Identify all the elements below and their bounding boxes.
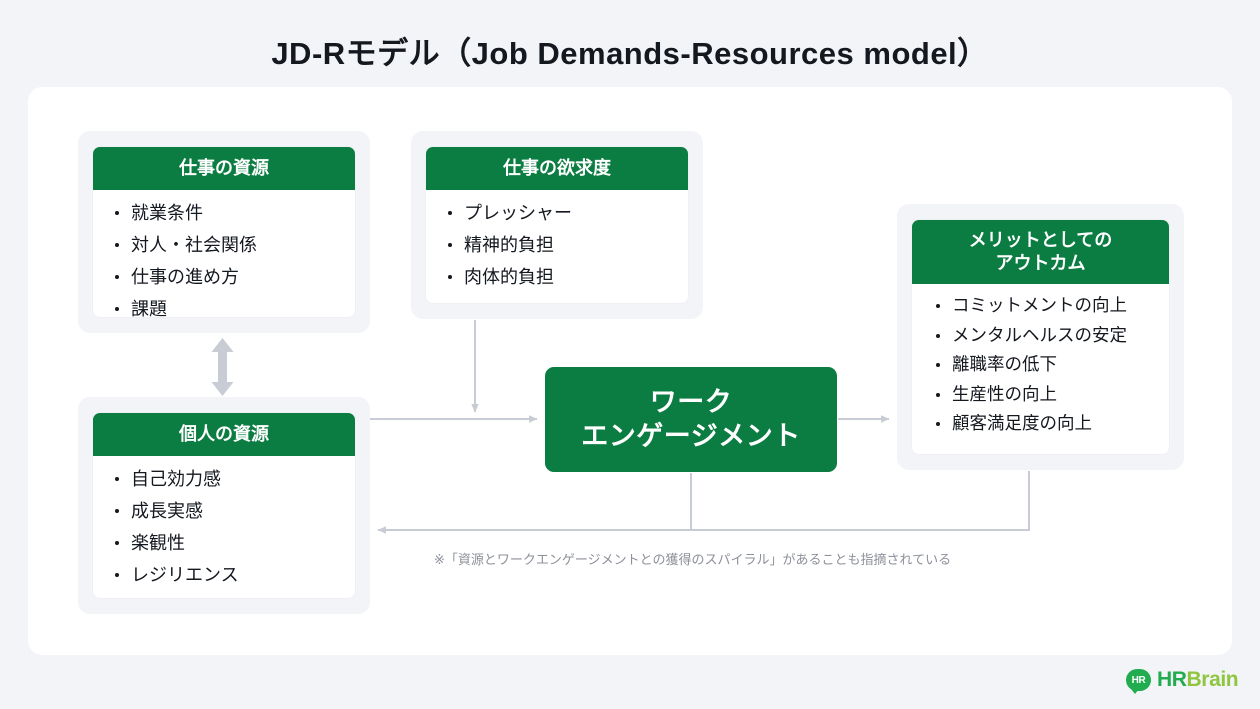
panel-outcomes-header-line2: アウトカム [995, 253, 1086, 274]
panel-job-resources-list: 就業条件 対人・社会関係 仕事の進め方 課題 [93, 190, 355, 317]
list-item: 精神的負担 [444, 236, 688, 254]
panel-outcomes: メリットとしての アウトカム コミットメントの向上 メンタルヘルスの安定 離職率… [897, 204, 1184, 470]
work-engagement-label: ワーク エンゲージメント [581, 386, 800, 453]
footnote-text: ※「資源とワークエンゲージメントとの獲得のスパイラル」があることも指摘されている [434, 552, 952, 567]
list-item: 楽観性 [111, 534, 355, 552]
list-item: 顧客満足度の向上 [932, 415, 1169, 433]
list-item: レジリエンス [111, 566, 355, 584]
panel-personal-resources-card: 個人の資源 自己効力感 成長実感 楽観性 レジリエンス [93, 413, 355, 598]
hrbrain-logo: HR HRBrain [1126, 668, 1239, 694]
list-item: 成長実感 [111, 502, 355, 520]
connector-spiral-feedback [377, 471, 1030, 534]
panel-job-resources-header: 仕事の資源 [93, 147, 355, 191]
list-item: 生産性の向上 [932, 385, 1169, 404]
list-item: 課題 [111, 300, 355, 317]
list-item: 就業条件 [111, 204, 355, 222]
list-item: プレッシャー [444, 204, 688, 222]
list-item: コミットメントの向上 [932, 297, 1169, 315]
speech-bubble-icon-text: HR [1131, 674, 1146, 686]
panel-job-resources-card: 仕事の資源 就業条件 対人・社会関係 仕事の進め方 課題 [93, 147, 355, 317]
hrbrain-wordmark-secondary: Brain [1186, 668, 1239, 691]
panel-outcomes-list: コミットメントの向上 メンタルヘルスの安定 離職率の低下 生産性の向上 顧客満足… [912, 284, 1169, 454]
panel-job-demands-list: プレッシャー 精神的負担 肉体的負担 [426, 190, 688, 296]
panel-personal-resources-list: 自己効力感 成長実感 楽観性 レジリエンス [93, 456, 355, 594]
hrbrain-wordmark-primary: HR [1157, 668, 1187, 691]
panel-job-demands-header: 仕事の欲求度 [426, 147, 688, 191]
panel-job-demands: 仕事の欲求度 プレッシャー 精神的負担 肉体的負担 [411, 131, 703, 319]
panel-outcomes-card: メリットとしての アウトカム コミットメントの向上 メンタルヘルスの安定 離職率… [912, 220, 1169, 454]
panel-job-demands-card: 仕事の欲求度 プレッシャー 精神的負担 肉体的負担 [426, 147, 688, 303]
connector-resources-bidirectional [211, 338, 234, 396]
list-item: 対人・社会関係 [111, 236, 355, 254]
list-item: メンタルヘルスの安定 [932, 326, 1169, 345]
work-engagement-line2: エンゲージメント [581, 420, 801, 451]
list-item: 仕事の進め方 [111, 268, 355, 286]
hrbrain-wordmark: HRBrain [1157, 668, 1239, 692]
work-engagement-line1: ワーク [649, 387, 733, 418]
panel-outcomes-header: メリットとしての アウトカム [912, 220, 1169, 285]
page-title: JD-Rモデル（Job Demands-Resources model） [271, 36, 989, 71]
list-item: 離職率の低下 [932, 356, 1169, 374]
panel-job-resources: 仕事の資源 就業条件 対人・社会関係 仕事の進め方 課題 [78, 131, 370, 333]
list-item: 自己効力感 [111, 470, 355, 488]
speech-bubble-icon: HR [1126, 669, 1151, 694]
panel-personal-resources: 個人の資源 自己効力感 成長実感 楽観性 レジリエンス [78, 397, 370, 614]
panel-outcomes-header-line1: メリットとしての [968, 230, 1113, 250]
work-engagement-box: ワーク エンゲージメント [545, 367, 837, 472]
list-item: 肉体的負担 [444, 268, 688, 286]
panel-personal-resources-header: 個人の資源 [93, 413, 355, 457]
